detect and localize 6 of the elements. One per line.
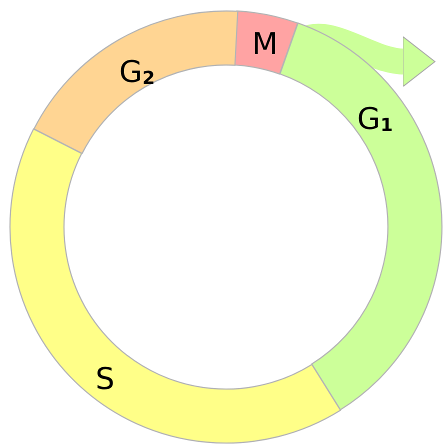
cycle-phase-segment [34,11,238,154]
phase-label: M [252,30,278,60]
phase-label: G$_{1}$ [357,104,393,135]
phase-label: S [95,364,115,395]
phase-label: G$_{2}$ [119,58,155,88]
cycle-phase-segment [10,128,340,443]
